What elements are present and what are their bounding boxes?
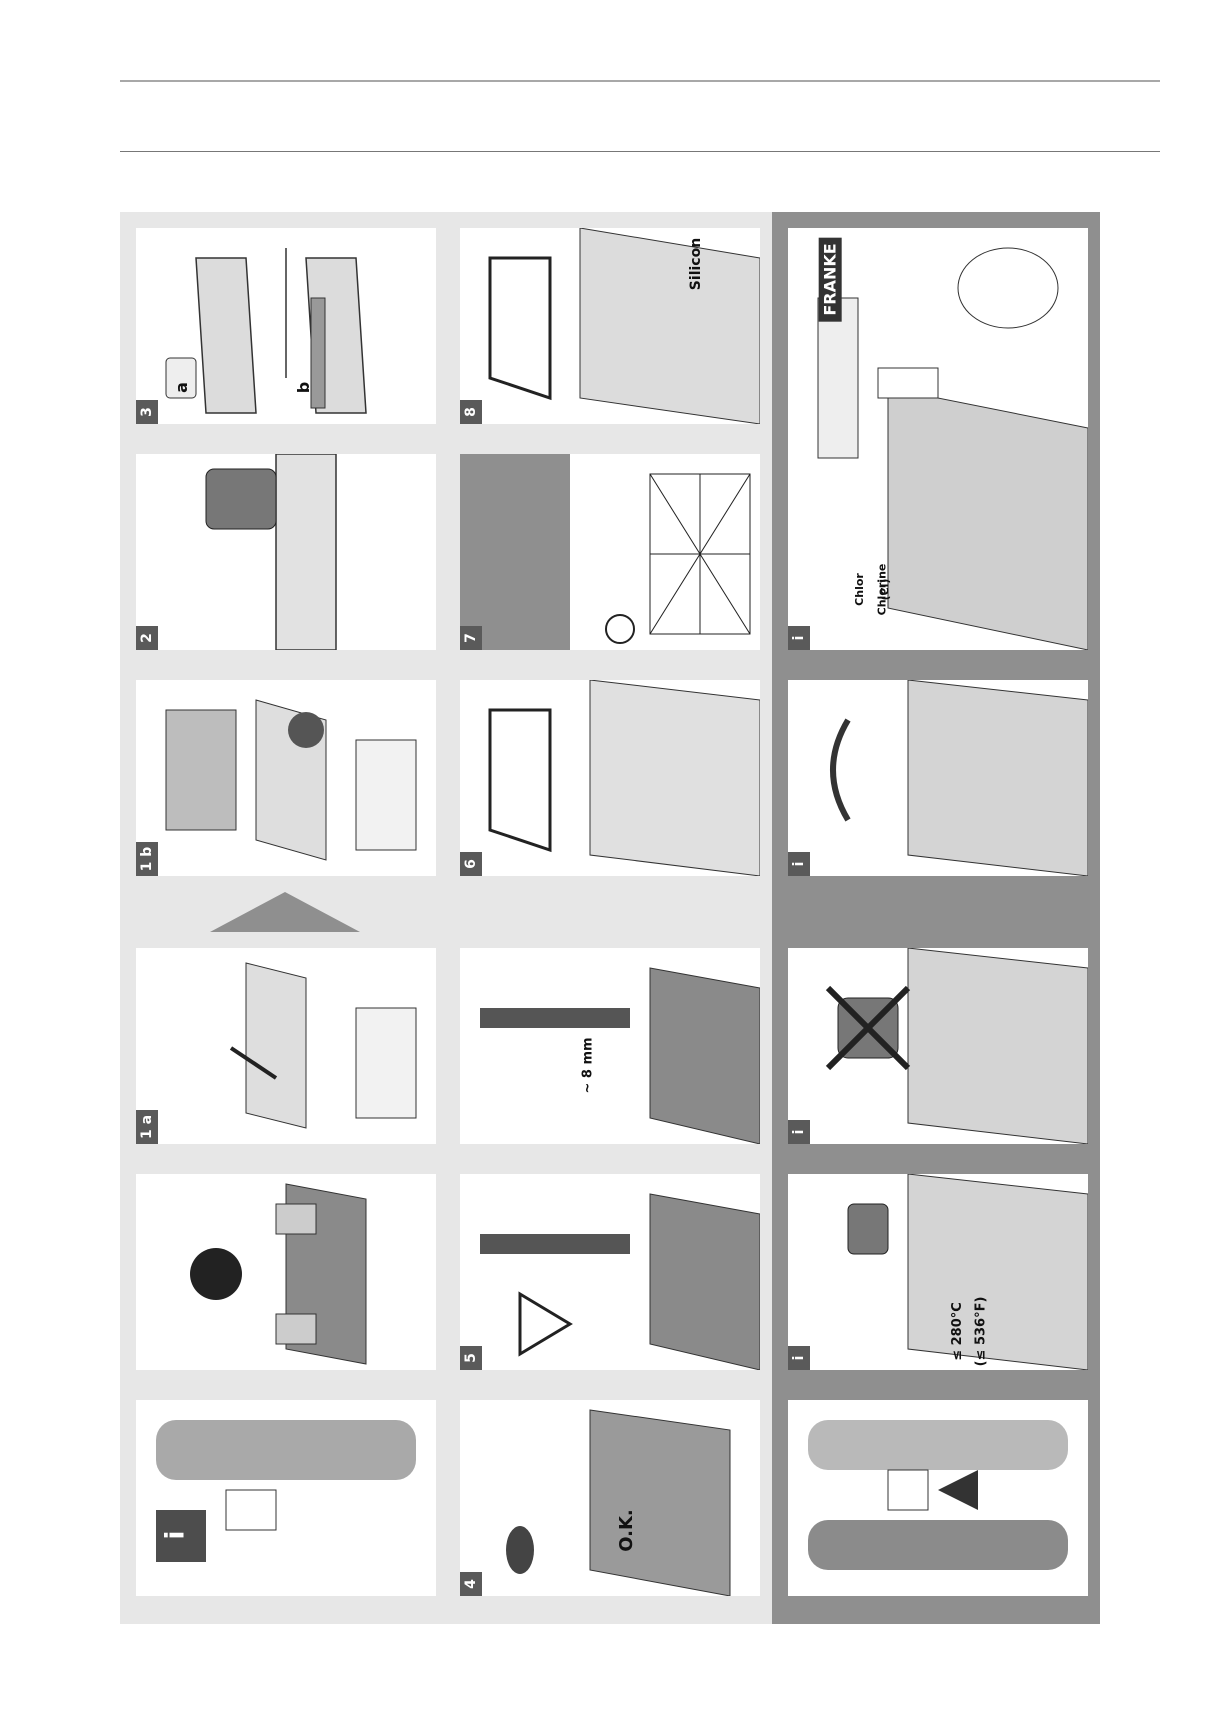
panel-info-handover: [788, 1400, 1088, 1596]
chlor-label: Chlor: [852, 573, 866, 606]
heat-illustration: [847, 1174, 1088, 1370]
cl-label: (Cl): [878, 578, 892, 601]
step-6-label: 6: [460, 852, 482, 876]
step-6-illustration: [488, 680, 760, 876]
temp-f-label: (≤ 536°F): [973, 1296, 989, 1367]
step-4-label: 4: [460, 1572, 482, 1596]
mm-label: ~ 8 mm: [580, 1037, 596, 1094]
info-hot-pan-label: i: [788, 1120, 810, 1144]
clips-illustration: [190, 1183, 367, 1365]
step-5-wrong-illustration: [480, 1193, 760, 1370]
info-care-label: i: [788, 626, 810, 650]
header-rule: [120, 151, 1160, 152]
step-1b-label: 1 b: [136, 842, 158, 876]
panel-step-7: 7: [460, 454, 760, 650]
franke-logo: FRANKE: [818, 237, 842, 322]
gloves-icon: [206, 1264, 226, 1284]
panel-info-read: i: [136, 1400, 436, 1596]
step-4-illustration: [506, 1409, 731, 1596]
panel-info-heat: ≤ 280°C (≤ 536°F) i: [788, 1174, 1088, 1370]
step-2-illustration: [205, 454, 337, 650]
warning-icon: [520, 1304, 530, 1314]
temp-c-label: ≤ 280°C: [949, 1302, 965, 1361]
info-rinse-label: i: [788, 852, 810, 876]
step-7-label: 7: [460, 626, 482, 650]
step-5-label: 5: [460, 1346, 482, 1370]
panel-step-6: 6: [460, 680, 760, 876]
panel-step-4: O.K. 4: [460, 1400, 760, 1596]
panel-info-care: FRANKE Chlor Chlorine (Cl) i: [788, 228, 1088, 650]
panel-step-1b: 1 b: [136, 680, 436, 876]
rinse-illustration: [830, 680, 1088, 876]
instruction-sheet: a b 3 2 1 b 1 a: [120, 212, 1100, 1624]
step-8-illustration: [488, 228, 760, 424]
arrow-up-icon: [210, 892, 360, 932]
column-middle: [444, 212, 772, 1624]
step-5-correct-illustration: [480, 967, 760, 1144]
ok-label: O.K.: [615, 1509, 637, 1552]
panel-step-5b: 5: [460, 1174, 760, 1370]
step-3-label: 3: [136, 400, 158, 424]
step-2-label: 2: [136, 626, 158, 650]
step-1b-illustration: [165, 699, 417, 861]
label-b: b: [294, 381, 314, 394]
panel-step-3: a b 3: [136, 228, 436, 424]
step-1a-label: 1 a: [136, 1110, 158, 1144]
step-3-illustration: [165, 248, 367, 414]
hot-pan-illustration: [825, 948, 1088, 1144]
label-a: a: [171, 382, 191, 393]
panel-step-1a: 1 a: [136, 948, 436, 1144]
silicon-label: Silicon: [688, 237, 705, 291]
handover-illustration: [808, 1420, 1068, 1570]
info-icon: i: [160, 1530, 191, 1540]
care-illustration: [817, 247, 1088, 650]
panel-step-5a: ~ 8 mm: [460, 948, 760, 1144]
panel-info-rinse: i: [788, 680, 1088, 876]
info-heat-label: i: [788, 1346, 810, 1370]
step-1a-illustration: [229, 962, 417, 1129]
panel-info-hot-pan: i: [788, 948, 1088, 1144]
step-7-illustration: [460, 454, 751, 650]
top-rule: [120, 80, 1160, 82]
panel-step-2: 2: [136, 454, 436, 650]
panel-clips: [136, 1174, 436, 1370]
panel-step-8: Silicon 8: [460, 228, 760, 424]
step-8-label: 8: [460, 400, 482, 424]
person-reading-illustration: [156, 1420, 416, 1562]
